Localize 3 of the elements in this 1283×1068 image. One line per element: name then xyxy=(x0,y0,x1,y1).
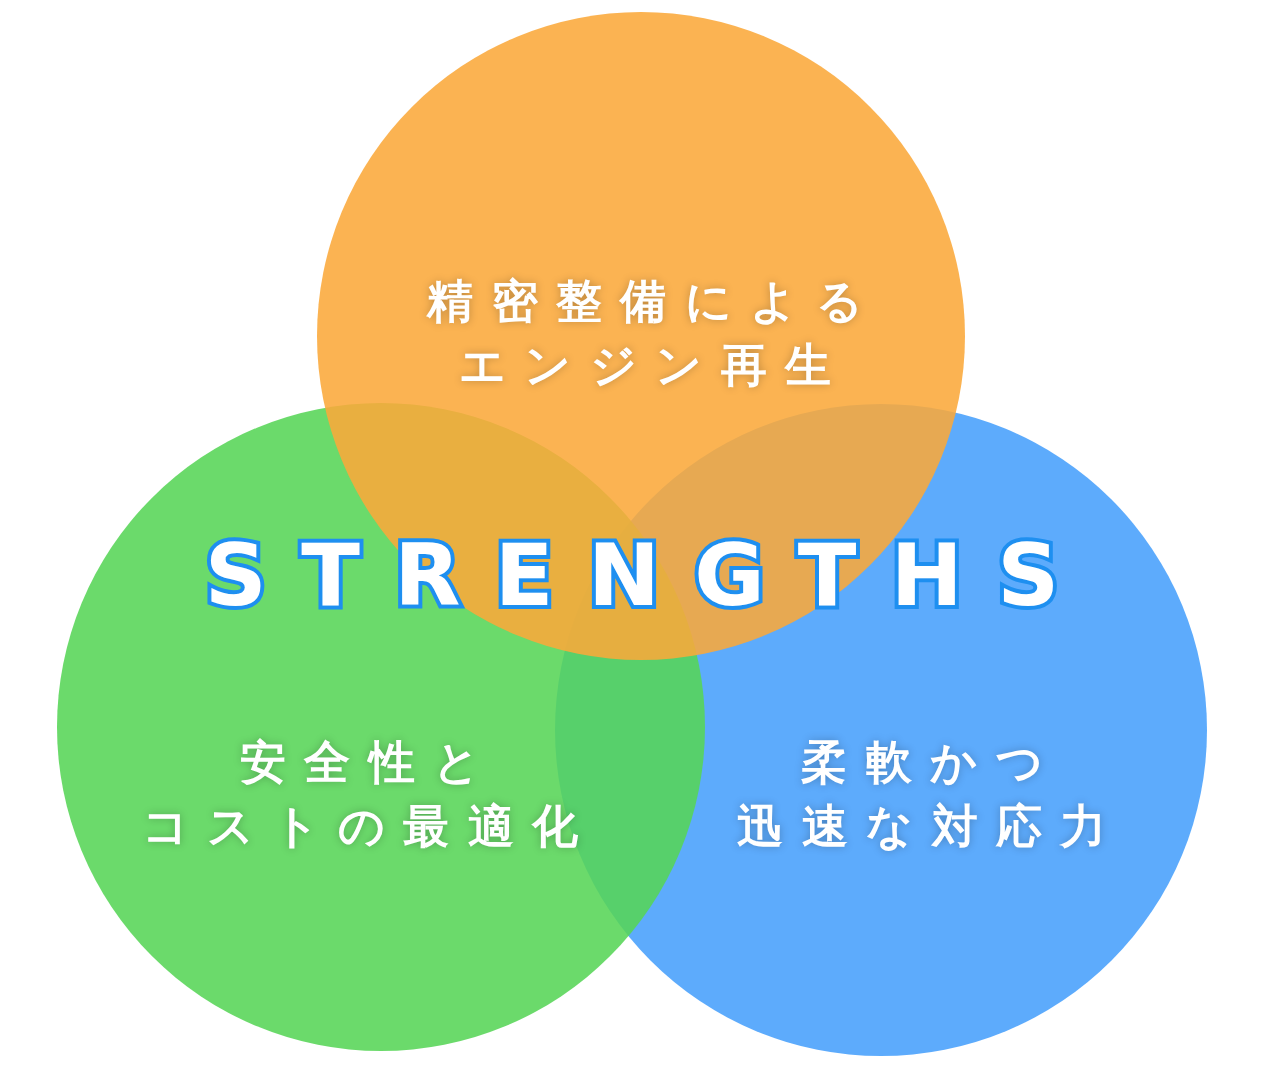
circle-label: 柔軟かつ迅速な対応力 xyxy=(736,734,1125,855)
circle-label: 精密整備によるエンジン再生 xyxy=(425,273,882,394)
circle-label: 安全性とコストの最適化 xyxy=(140,734,597,855)
